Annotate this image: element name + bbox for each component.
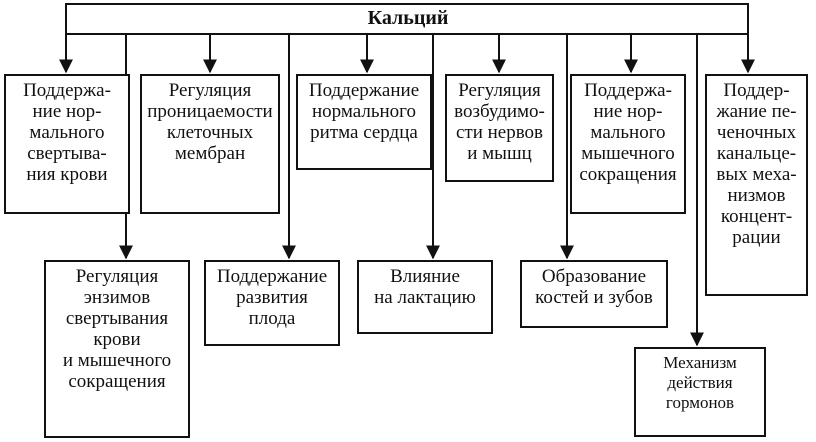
- box-bones-teeth: Образование костей и зубов: [520, 260, 668, 328]
- box-enzyme-regulation: Регуляция энзимов свертывания крови и мы…: [44, 260, 190, 438]
- box-fetal-development: Поддержание развития плода: [204, 260, 340, 346]
- diagram-title: Кальций: [330, 6, 486, 30]
- box-membrane-permeability: Регуляция проницаемости клеточных мембра…: [140, 74, 280, 214]
- box-nerve-excitability: Регуляция возбудимо- сти нервов и мышц: [445, 74, 554, 182]
- box-muscle-contraction: Поддержа- ние нор- мального мышечного со…: [570, 74, 686, 214]
- box-lactation: Влияние на лактацию: [357, 260, 493, 334]
- box-blood-clotting: Поддержа- ние нор- мального свертыва- ни…: [4, 74, 130, 214]
- box-heart-rhythm: Поддержание нормального ритма сердца: [296, 74, 432, 170]
- top-bracket: [65, 3, 749, 34]
- box-liver-mechanisms: Поддер- жание пе- ченочных канальце- вых…: [705, 74, 808, 296]
- box-hormone-mechanism: Механизм действия гормонов: [634, 347, 766, 437]
